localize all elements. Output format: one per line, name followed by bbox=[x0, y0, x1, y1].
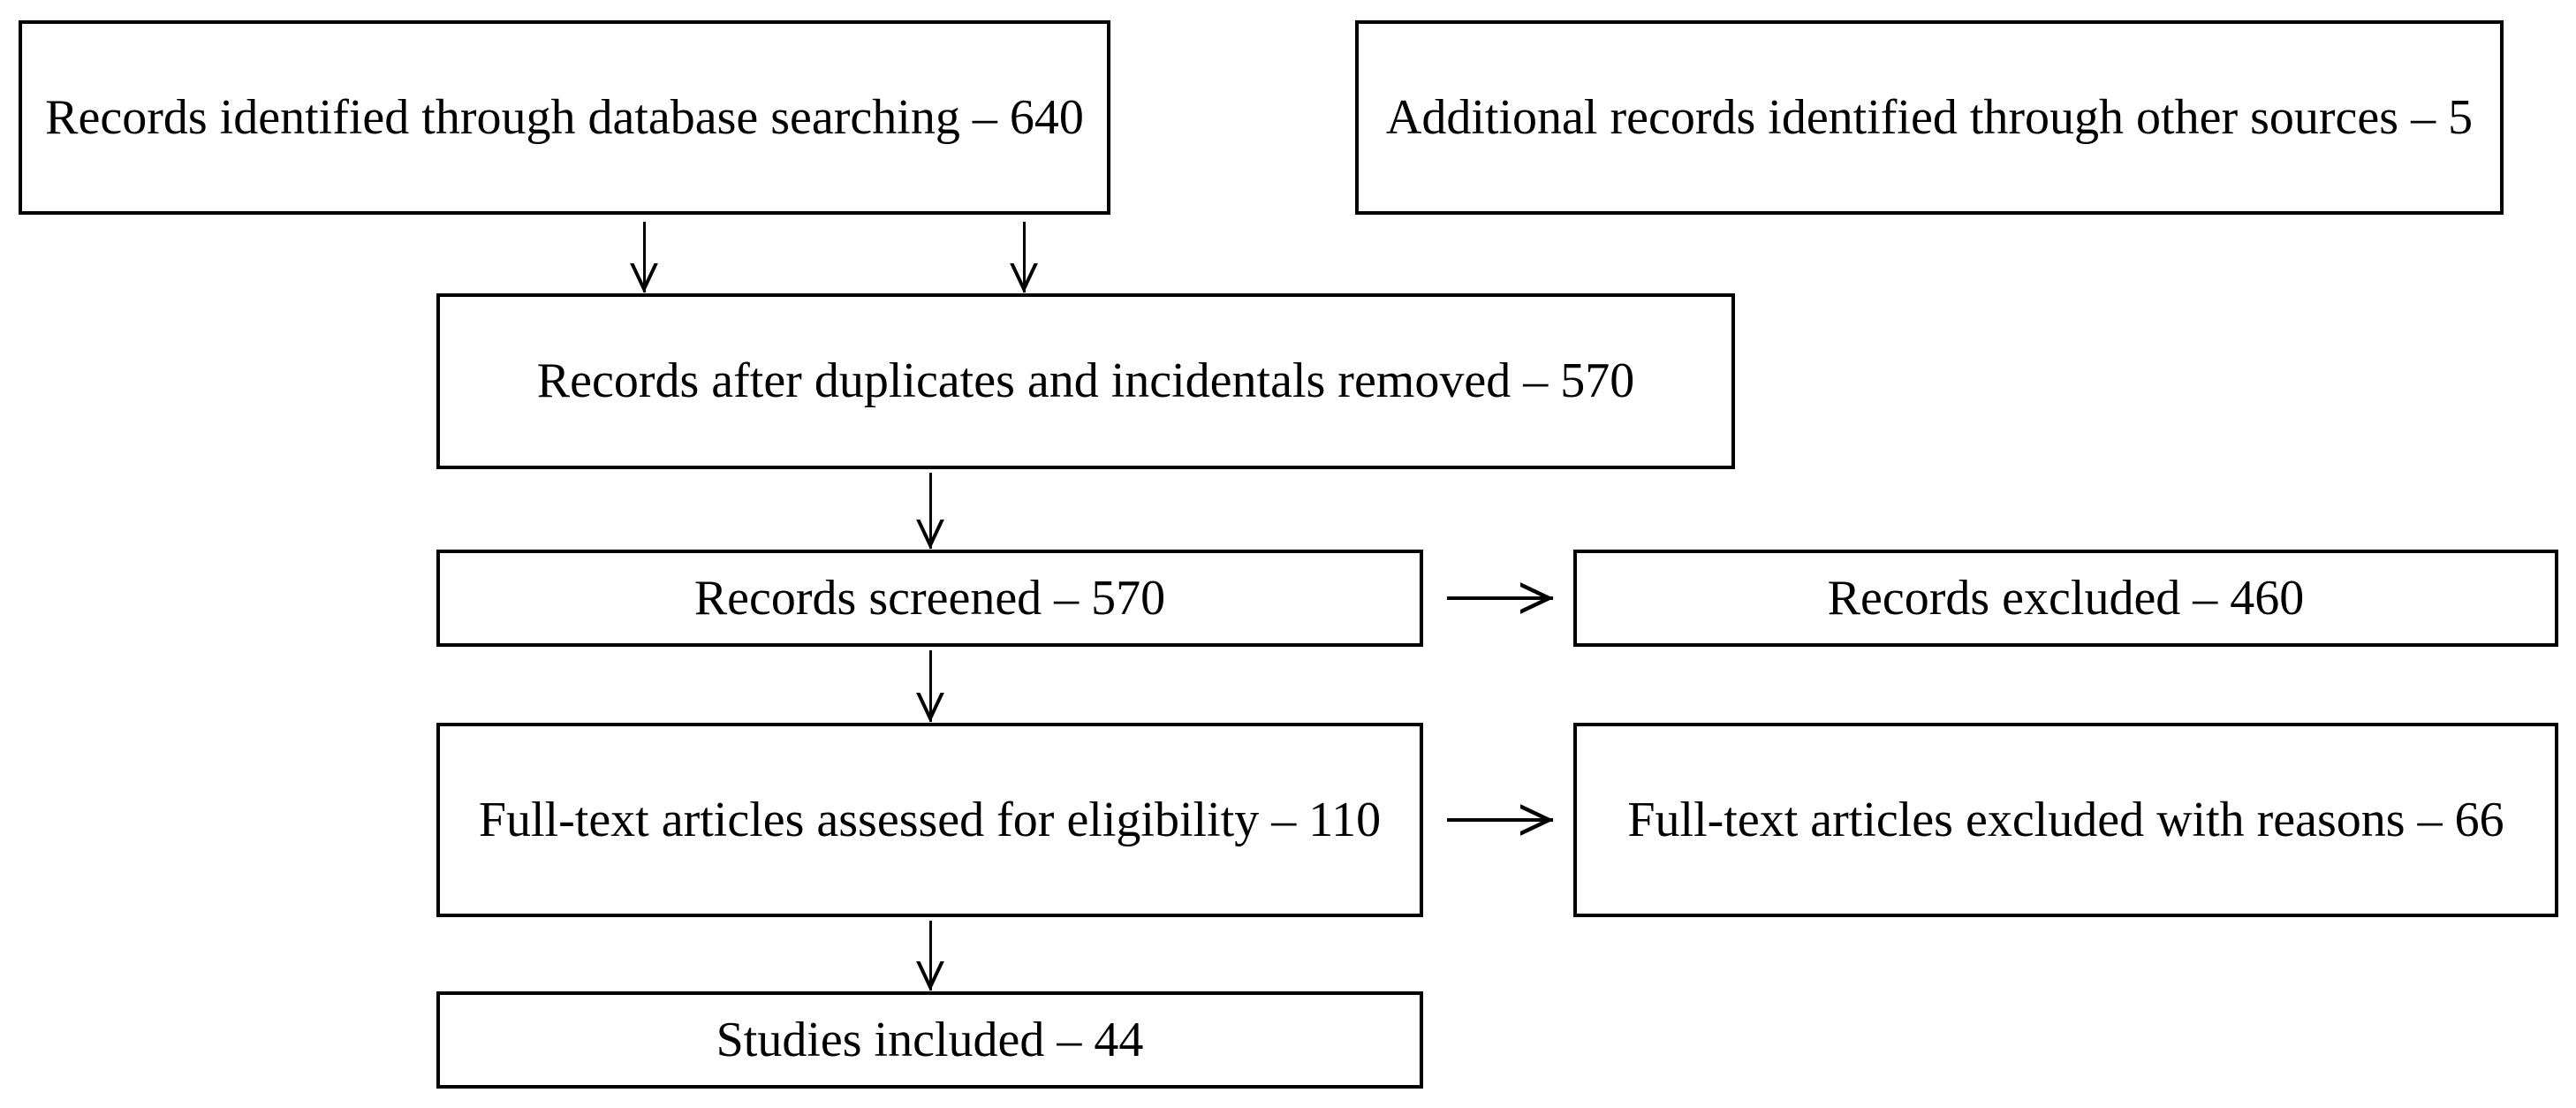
arrow-shaft bbox=[928, 650, 932, 722]
box-records-identified-database-label: Records identified through database sear… bbox=[45, 89, 1084, 145]
arrow-shaft bbox=[928, 921, 932, 990]
box-records-excluded: Records excluded – 460 bbox=[1573, 550, 2558, 647]
box-records-after-duplicates-removed-label: Records after duplicates and incidentals… bbox=[536, 353, 1635, 409]
box-records-screened-label: Records screened – 570 bbox=[693, 570, 1166, 626]
arrow-shaft bbox=[642, 222, 646, 292]
box-records-after-duplicates-removed: Records after duplicates and incidentals… bbox=[436, 293, 1735, 469]
box-fulltext-assessed-label: Full-text articles assessed for eligibil… bbox=[478, 792, 1382, 847]
box-additional-records-other-sources: Additional records identified through ot… bbox=[1355, 20, 2504, 215]
arrow-down-other-sources-to-dedup bbox=[1010, 222, 1038, 293]
arrow-down-database-to-dedup bbox=[630, 222, 658, 293]
arrow-shaft bbox=[1022, 222, 1026, 292]
arrow-down-screened-to-fulltext bbox=[916, 650, 944, 723]
box-fulltext-excluded: Full-text articles excluded with reasons… bbox=[1573, 723, 2558, 917]
box-records-screened: Records screened – 570 bbox=[436, 550, 1423, 647]
arrow-right-screened-to-excluded bbox=[1447, 581, 1554, 616]
box-fulltext-excluded-label: Full-text articles excluded with reasons… bbox=[1627, 792, 2504, 847]
arrow-right-fulltext-to-excluded bbox=[1447, 802, 1554, 838]
box-fulltext-assessed: Full-text articles assessed for eligibil… bbox=[436, 723, 1423, 917]
box-records-excluded-label: Records excluded – 460 bbox=[1827, 570, 2305, 626]
arrow-shaft bbox=[928, 473, 932, 549]
box-studies-included: Studies included – 44 bbox=[436, 991, 1423, 1089]
box-studies-included-label: Studies included – 44 bbox=[716, 1012, 1144, 1067]
arrow-shaft bbox=[1447, 596, 1553, 600]
box-records-identified-database: Records identified through database sear… bbox=[19, 20, 1110, 215]
arrow-shaft bbox=[1447, 818, 1553, 822]
box-additional-records-other-sources-label: Additional records identified through ot… bbox=[1385, 89, 2474, 145]
arrow-down-dedup-to-screened bbox=[916, 473, 944, 550]
arrow-down-fulltext-to-included bbox=[916, 921, 944, 991]
